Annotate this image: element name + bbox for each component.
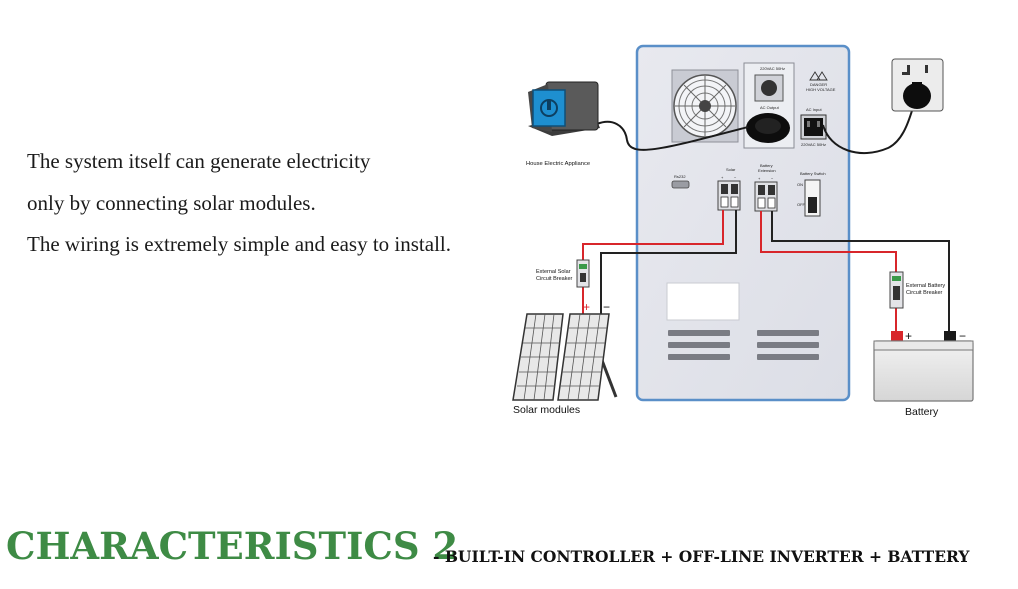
- rs232-port: Rs232: [671, 174, 690, 189]
- battery-positive-wire: [760, 211, 897, 272]
- warning-label: DANGER HIGH VOLTAGE: [806, 71, 836, 92]
- warning-line-1: DANGER: [810, 82, 827, 87]
- wall-socket-icon: [891, 58, 944, 112]
- battery-switch-off: OFF: [797, 202, 806, 207]
- ac-input-module: AC Input 220VAC 50Hz: [800, 107, 827, 147]
- warning-line-2: HIGH VOLTAGE: [806, 87, 836, 92]
- solar-breaker-label-2: Circuit Breaker: [536, 276, 573, 282]
- intro-text: The system itself can generate electrici…: [27, 141, 451, 266]
- panel-output-label: AC Output: [760, 105, 780, 110]
- solar-terminal-minus: −: [734, 175, 737, 180]
- appliance-ac-cable: [596, 120, 749, 151]
- battery-extension-terminal: Battery Extension + −: [754, 163, 778, 212]
- battery-breaker-label-2: Circuit Breaker: [906, 290, 943, 296]
- house-appliance-icon: House Electric Appliance: [526, 81, 600, 167]
- intro-line-3: The wiring is extremely simple and easy …: [27, 232, 451, 256]
- panel-input-label: AC Input: [806, 107, 822, 112]
- vent-slots: [668, 330, 819, 360]
- solar-terminal: Solar + −: [717, 167, 741, 211]
- battery-terminal-plus: +: [758, 176, 761, 181]
- solar-terminal-label: Solar: [726, 167, 736, 172]
- battery-circuit-breaker: External Battery Circuit Breaker: [889, 271, 945, 309]
- battery-terminal-minus: −: [771, 176, 774, 181]
- wires: [582, 107, 950, 331]
- battery-ext-label-1: Battery: [760, 163, 773, 168]
- appliance-label: House Electric Appliance: [526, 161, 590, 167]
- panel-rating-top: 220VAC 50Hz: [760, 66, 785, 71]
- fan-icon: [671, 69, 739, 143]
- battery-switch-on: ON: [797, 182, 803, 187]
- battery-switch: Battery Switch ON OFF: [797, 171, 826, 217]
- battery-minus-sign: −: [959, 329, 966, 343]
- solar-modules-label: Solar modules: [513, 404, 580, 416]
- battery-breaker-label-1: External Battery: [906, 283, 945, 289]
- battery-switch-label: Battery Switch: [800, 171, 826, 176]
- solar-modules-icon: + − Solar modules: [512, 300, 618, 416]
- battery-ext-label-2: Extension: [758, 168, 776, 173]
- solar-terminal-plus: +: [721, 175, 724, 180]
- solar-breaker-label-1: External Solar: [536, 269, 571, 275]
- ac-output-module: 220VAC 50Hz AC Output: [743, 62, 795, 149]
- battery-icon: + − Battery: [873, 329, 974, 418]
- ac-input-cable: [822, 107, 914, 155]
- intro-line-1: The system itself can generate electrici…: [27, 149, 371, 173]
- display-window: [666, 282, 740, 321]
- section-headline: Characteristics 2: [6, 524, 459, 568]
- panel-rating-input: 220VAC 50Hz: [801, 142, 826, 147]
- inverter-cabinet: 220VAC 50Hz AC Output DANGER HIGH VOLTAG…: [635, 44, 851, 402]
- battery-negative-wire: [771, 211, 950, 331]
- battery-label: Battery: [905, 406, 939, 418]
- battery-plus-sign: +: [905, 329, 912, 343]
- solar-positive-wire: [582, 210, 724, 262]
- solar-minus-sign: −: [603, 300, 610, 314]
- intro-line-2: only by connecting solar modules.: [27, 190, 316, 215]
- solar-negative-wire: [600, 210, 737, 318]
- solar-plus-sign: +: [583, 300, 590, 314]
- solar-circuit-breaker: External Solar Circuit Breaker: [536, 259, 590, 288]
- rs232-label: Rs232: [674, 174, 686, 179]
- section-subline: - Built-in Controller + Off-line Inverte…: [433, 547, 970, 566]
